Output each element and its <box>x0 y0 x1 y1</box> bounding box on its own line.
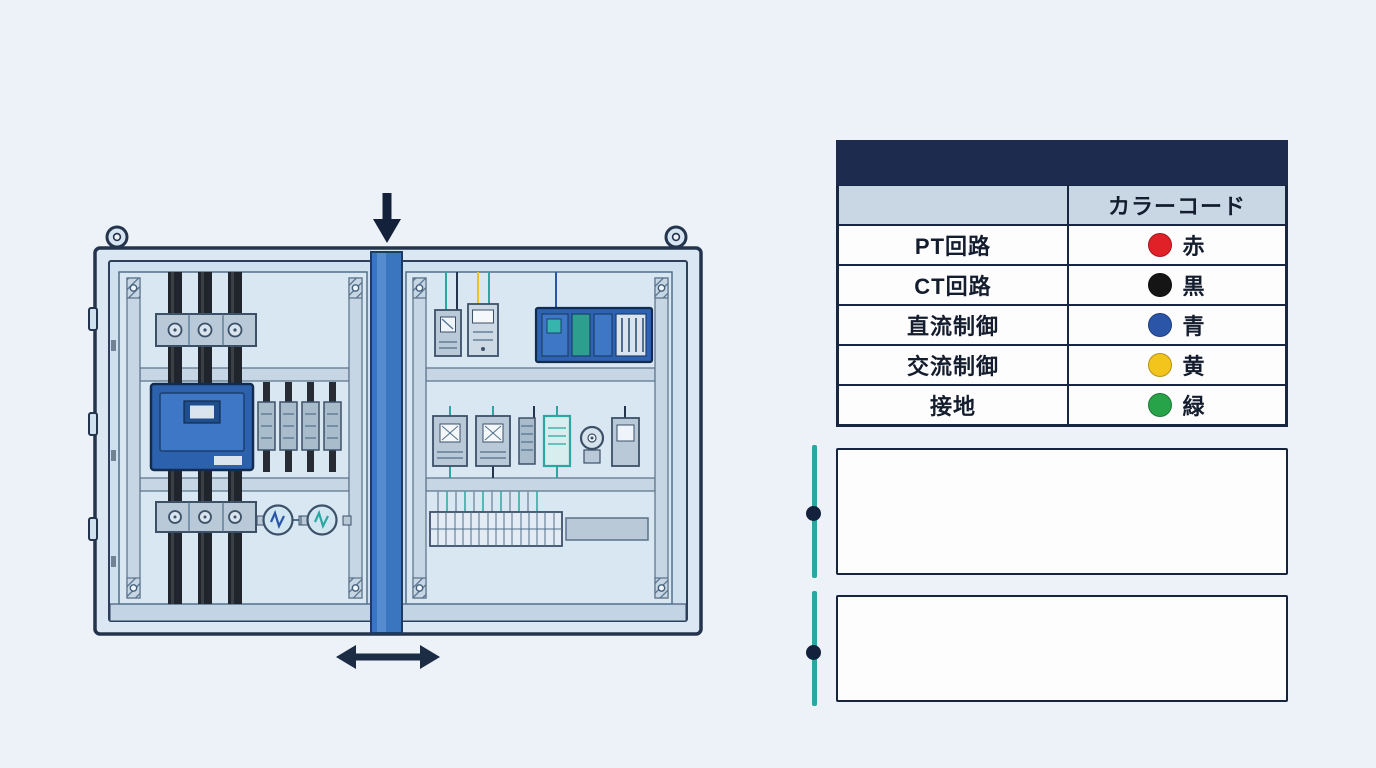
terminal-strip <box>429 511 649 547</box>
color-dot <box>1148 393 1173 417</box>
color-name: 青 <box>1182 314 1206 339</box>
plc-module <box>534 306 654 364</box>
note-bullet-dot <box>806 506 821 521</box>
legend-header-category <box>838 185 1068 225</box>
legend-row-value: 緑 <box>1067 385 1286 425</box>
center-divider <box>370 251 403 634</box>
legend-row-label: PT回路 <box>838 225 1068 265</box>
note-box <box>836 448 1288 575</box>
note-bullet-dot <box>806 645 821 660</box>
color-dot <box>1148 233 1173 257</box>
note-box <box>836 595 1288 702</box>
main-breaker <box>149 382 255 472</box>
legend-row-label: 直流制御 <box>838 305 1068 345</box>
bottom-terminal-block <box>155 501 257 533</box>
contactor-row <box>432 414 640 468</box>
legend-row-value: 黒 <box>1067 265 1286 305</box>
legend-header-color-code: カラーコード <box>1067 185 1286 225</box>
color-name: 赤 <box>1182 234 1206 259</box>
legend-row-value: 黄 <box>1067 345 1286 385</box>
relay-modules <box>434 303 499 357</box>
color-name: 黒 <box>1182 274 1206 299</box>
hanging-eyelet-right <box>664 225 688 249</box>
top-terminal-block <box>155 313 257 347</box>
down-arrow-icon <box>373 193 401 243</box>
legend-table: カラーコード PT回路 赤 CT回路 黒 直流制御 青 交流制御 黄 接地 緑 <box>836 185 1288 427</box>
panel-meters <box>256 504 352 536</box>
legend-title-bar <box>836 140 1288 185</box>
legend-row-value: 赤 <box>1067 225 1286 265</box>
width-double-arrow-icon <box>336 645 440 669</box>
fuse-holders <box>257 382 342 472</box>
panel-illustration <box>88 193 703 669</box>
color-dot <box>1148 273 1173 297</box>
hanging-eyelet-left <box>105 225 129 249</box>
color-name: 緑 <box>1182 394 1206 419</box>
legend-row-label: 交流制御 <box>838 345 1068 385</box>
legend-row-label: 接地 <box>838 385 1068 425</box>
legend-row-value: 青 <box>1067 305 1286 345</box>
color-dot <box>1148 353 1173 377</box>
control-wires <box>437 272 626 512</box>
legend-row-label: CT回路 <box>838 265 1068 305</box>
color-dot <box>1148 313 1173 337</box>
color-code-legend: カラーコード PT回路 赤 CT回路 黒 直流制御 青 交流制御 黄 接地 緑 <box>836 140 1288 427</box>
color-name: 黄 <box>1182 354 1206 379</box>
